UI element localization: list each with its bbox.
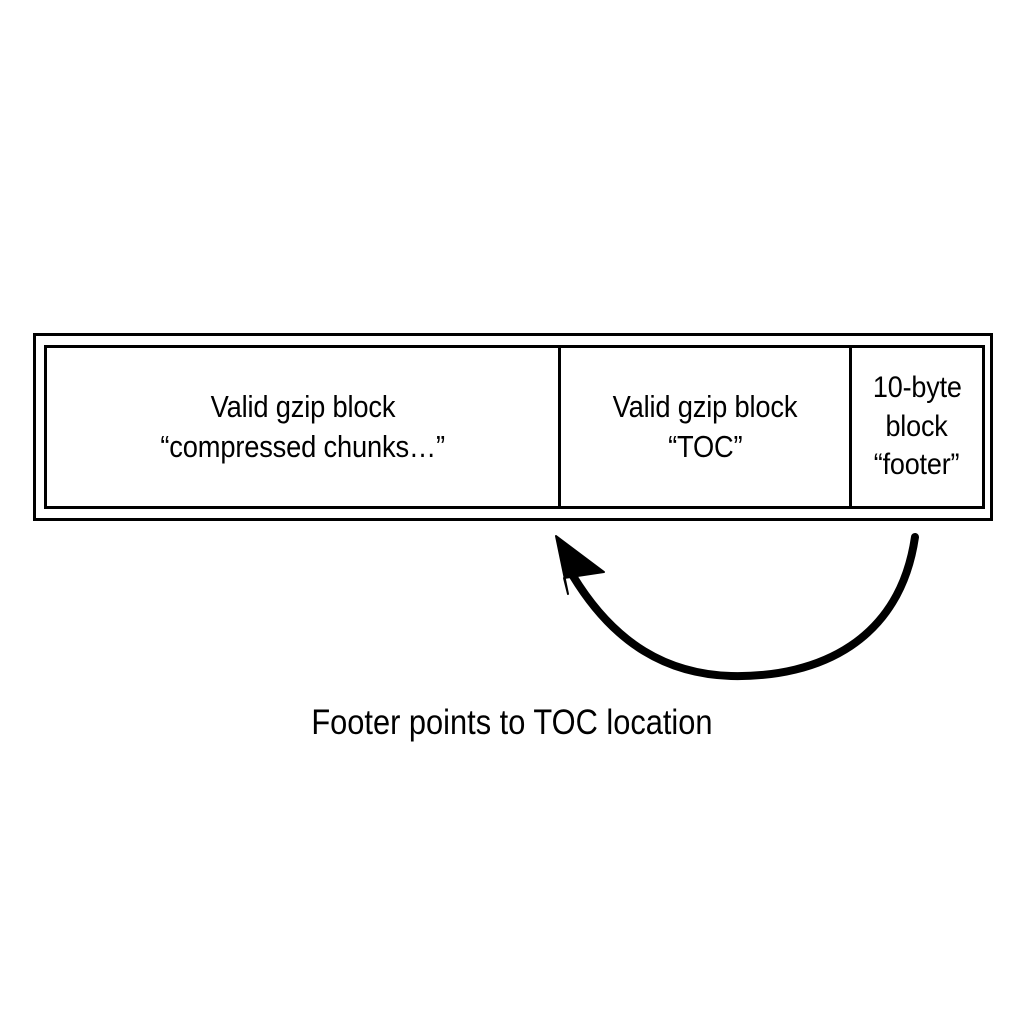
gzip-file-layout-bar: Valid gzip block “compressed chunks…” Va… (44, 345, 985, 509)
arrow-caption-text: Footer points to TOC location (311, 703, 713, 742)
block-compressed-chunks: Valid gzip block “compressed chunks…” (47, 348, 558, 506)
block-footer: 10-byte block “footer” (849, 348, 982, 506)
block-toc: Valid gzip block “TOC” (558, 348, 849, 506)
curved-arrow-line (569, 533, 919, 681)
block-toc-line-2: “TOC” (667, 429, 743, 464)
block-footer-line-2: block (885, 409, 949, 443)
arrowhead-icon (555, 535, 605, 595)
block-compressed-chunks-line-2: “compressed chunks…” (160, 429, 445, 464)
arrow-caption: Footer points to TOC location (0, 702, 1024, 744)
block-toc-line-1: Valid gzip block (612, 388, 798, 424)
block-footer-line-3: “footer” (874, 448, 960, 482)
block-footer-line-1: 10-byte (872, 371, 962, 405)
block-compressed-chunks-line-1: Valid gzip block (210, 388, 395, 424)
